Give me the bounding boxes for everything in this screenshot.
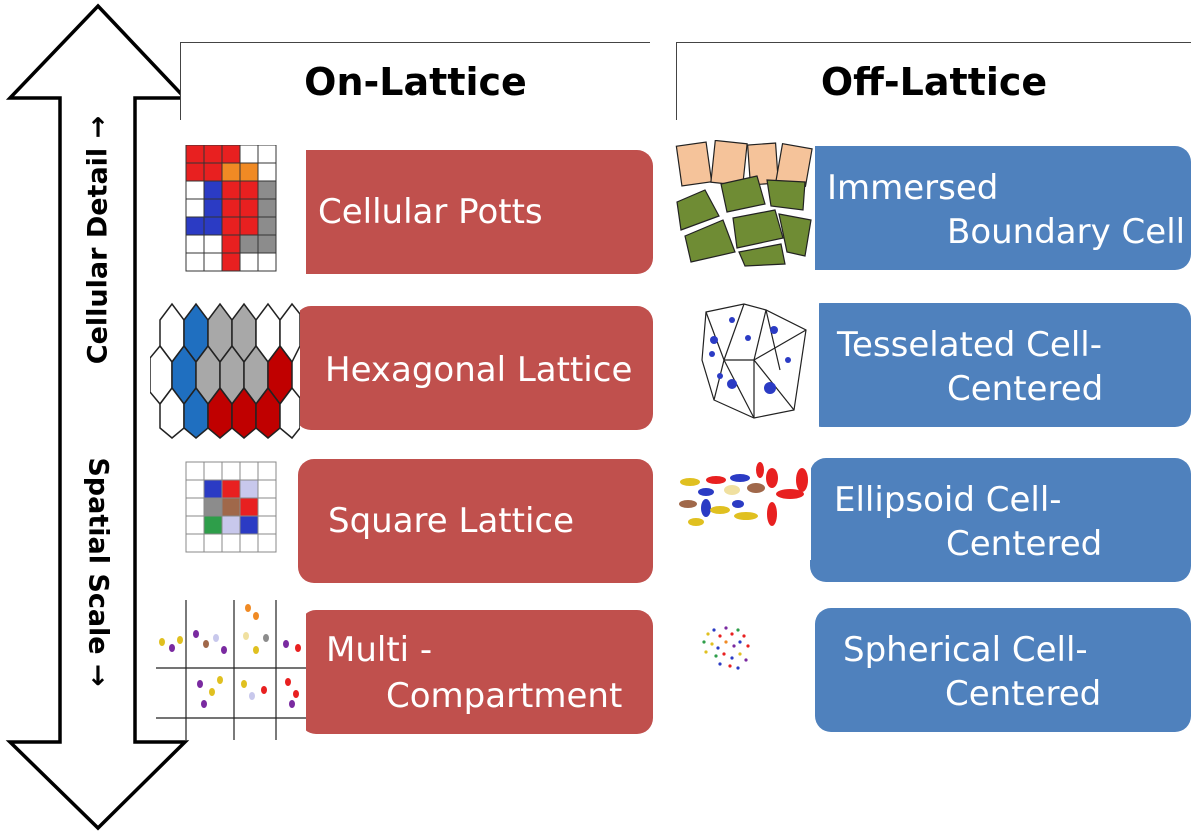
ellipsoid-card: Ellipsoid Cell- Centered [810,458,1191,582]
cellular-potts-thumbnail [168,145,306,275]
ellipsoid-thumbnail [676,460,811,560]
hexagonal-lattice-thumbnail [150,300,300,440]
card-label-line-1: Tesselated Cell- [837,325,1102,365]
multi-compartment-thumbnail [156,600,306,740]
cellular-potts-card: Cellular Potts [290,150,653,274]
scale-arrow-icon [5,3,190,831]
spatial-scale-label: Spatial Scale → [82,457,114,687]
multi-compartment-card: Multi - Compartment [300,610,653,734]
hexagonal-lattice-card: Hexagonal Lattice [295,306,653,430]
card-label-line-2: Centered [946,524,1103,564]
square-lattice-card: Square Lattice [298,459,653,583]
card-label-line-1: Ellipsoid Cell- [834,480,1062,520]
card-label: Hexagonal Lattice [325,350,633,390]
immersed-boundary-card: Immersed Boundary Cell [795,146,1191,270]
tesselated-card: Tesselated Cell- Centered [805,303,1191,427]
card-label-line-2: Centered [947,369,1104,409]
card-label-line-1: Multi - [326,630,433,670]
card-label-line-1: Spherical Cell- [843,630,1088,670]
tesselated-thumbnail [684,300,819,430]
spherical-thumbnail [690,614,770,694]
immersed-boundary-thumbnail [675,140,815,270]
card-label: Cellular Potts [318,192,543,232]
cellular-detail-label: Cellular Detail → [82,115,114,365]
square-lattice-thumbnail [182,458,282,558]
card-label-line-2: Boundary Cell [947,212,1186,252]
card-label-line-2: Centered [945,674,1102,714]
card-label: Square Lattice [328,501,575,541]
off-lattice-header: Off-Lattice [676,42,1191,120]
spherical-card: Spherical Cell- Centered [815,608,1191,732]
card-label-line-2: Compartment [386,676,623,716]
on-lattice-header: On-Lattice [180,42,650,120]
card-label-line-1: Immersed [827,168,999,208]
